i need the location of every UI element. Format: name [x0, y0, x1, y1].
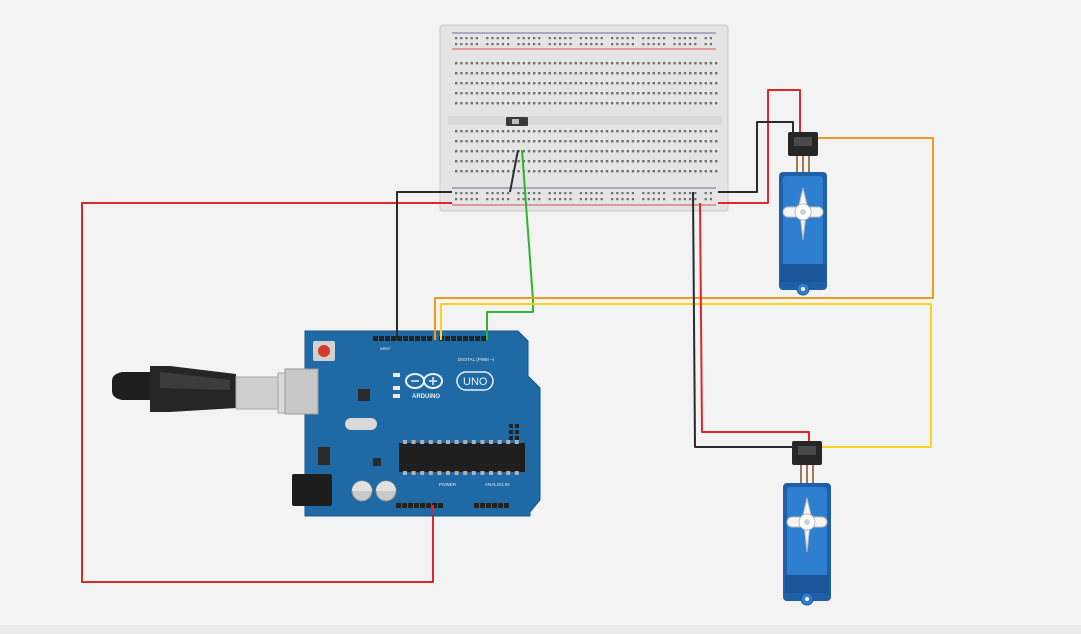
wire-orange-servo1-signal[interactable]	[434, 137, 934, 338]
arduino-uno-board[interactable]: ARDUINO UNO DIGITAL (PWM ~) AREF POWER A…	[284, 330, 541, 517]
center-channel	[448, 116, 722, 125]
servo-motor-1[interactable]	[779, 132, 827, 296]
uno-badge: UNO	[456, 371, 494, 391]
usb-chip	[358, 389, 370, 401]
wire-green-switch-signal[interactable]	[486, 149, 534, 338]
arduino-logo-icon	[405, 373, 443, 389]
terminal-strip-top	[455, 62, 718, 105]
led-rx	[393, 394, 400, 398]
power-rail-top	[455, 37, 712, 46]
wire-black-servo1-ground[interactable]	[718, 121, 794, 193]
digital-pin-header[interactable]	[373, 336, 486, 341]
wire-black-switch[interactable]	[509, 149, 519, 193]
power-rail-bottom	[455, 192, 712, 201]
wire-black-servo2-ground[interactable]	[692, 191, 800, 448]
icsp-header	[509, 424, 519, 440]
aref-label: AREF	[380, 346, 391, 351]
terminal-strip-bottom	[455, 130, 718, 173]
analog-header-label: ANALOG IN	[485, 482, 510, 487]
servo-2-horn	[786, 497, 828, 553]
wire-black-gnd[interactable]	[396, 191, 452, 338]
atmega-microcontroller	[399, 440, 525, 475]
arduino-brand-text: ARDUINO	[412, 394, 440, 400]
servo-motor-2[interactable]	[783, 441, 831, 606]
voltage-regulator	[318, 447, 330, 465]
digital-header-label: DIGITAL (PWM ~)	[458, 357, 495, 362]
uno-model-text: UNO	[463, 376, 488, 388]
usb-b-port	[284, 368, 319, 415]
analog-pin-header[interactable]	[474, 503, 509, 508]
dc-barrel-jack	[292, 474, 332, 506]
led-tx	[393, 386, 400, 390]
wire-red-5v-loop[interactable]	[81, 202, 452, 583]
servo-1-horn	[782, 187, 824, 241]
bottom-band	[0, 625, 1081, 634]
wire-red-servo2-power[interactable]	[699, 202, 810, 447]
reset-button[interactable]	[313, 341, 335, 361]
led-l	[393, 373, 400, 377]
wires	[81, 89, 934, 583]
power-pin-header[interactable]	[396, 503, 443, 508]
slide-switch[interactable]	[506, 117, 528, 126]
wire-red-servo1-power[interactable]	[718, 89, 801, 204]
wire-endpoints	[396, 330, 488, 514]
breadboard[interactable]	[439, 24, 729, 212]
power-header-label: POWER	[439, 482, 457, 487]
wire-yellow-servo2-signal[interactable]	[440, 303, 932, 448]
crystal-oscillator	[345, 418, 377, 430]
